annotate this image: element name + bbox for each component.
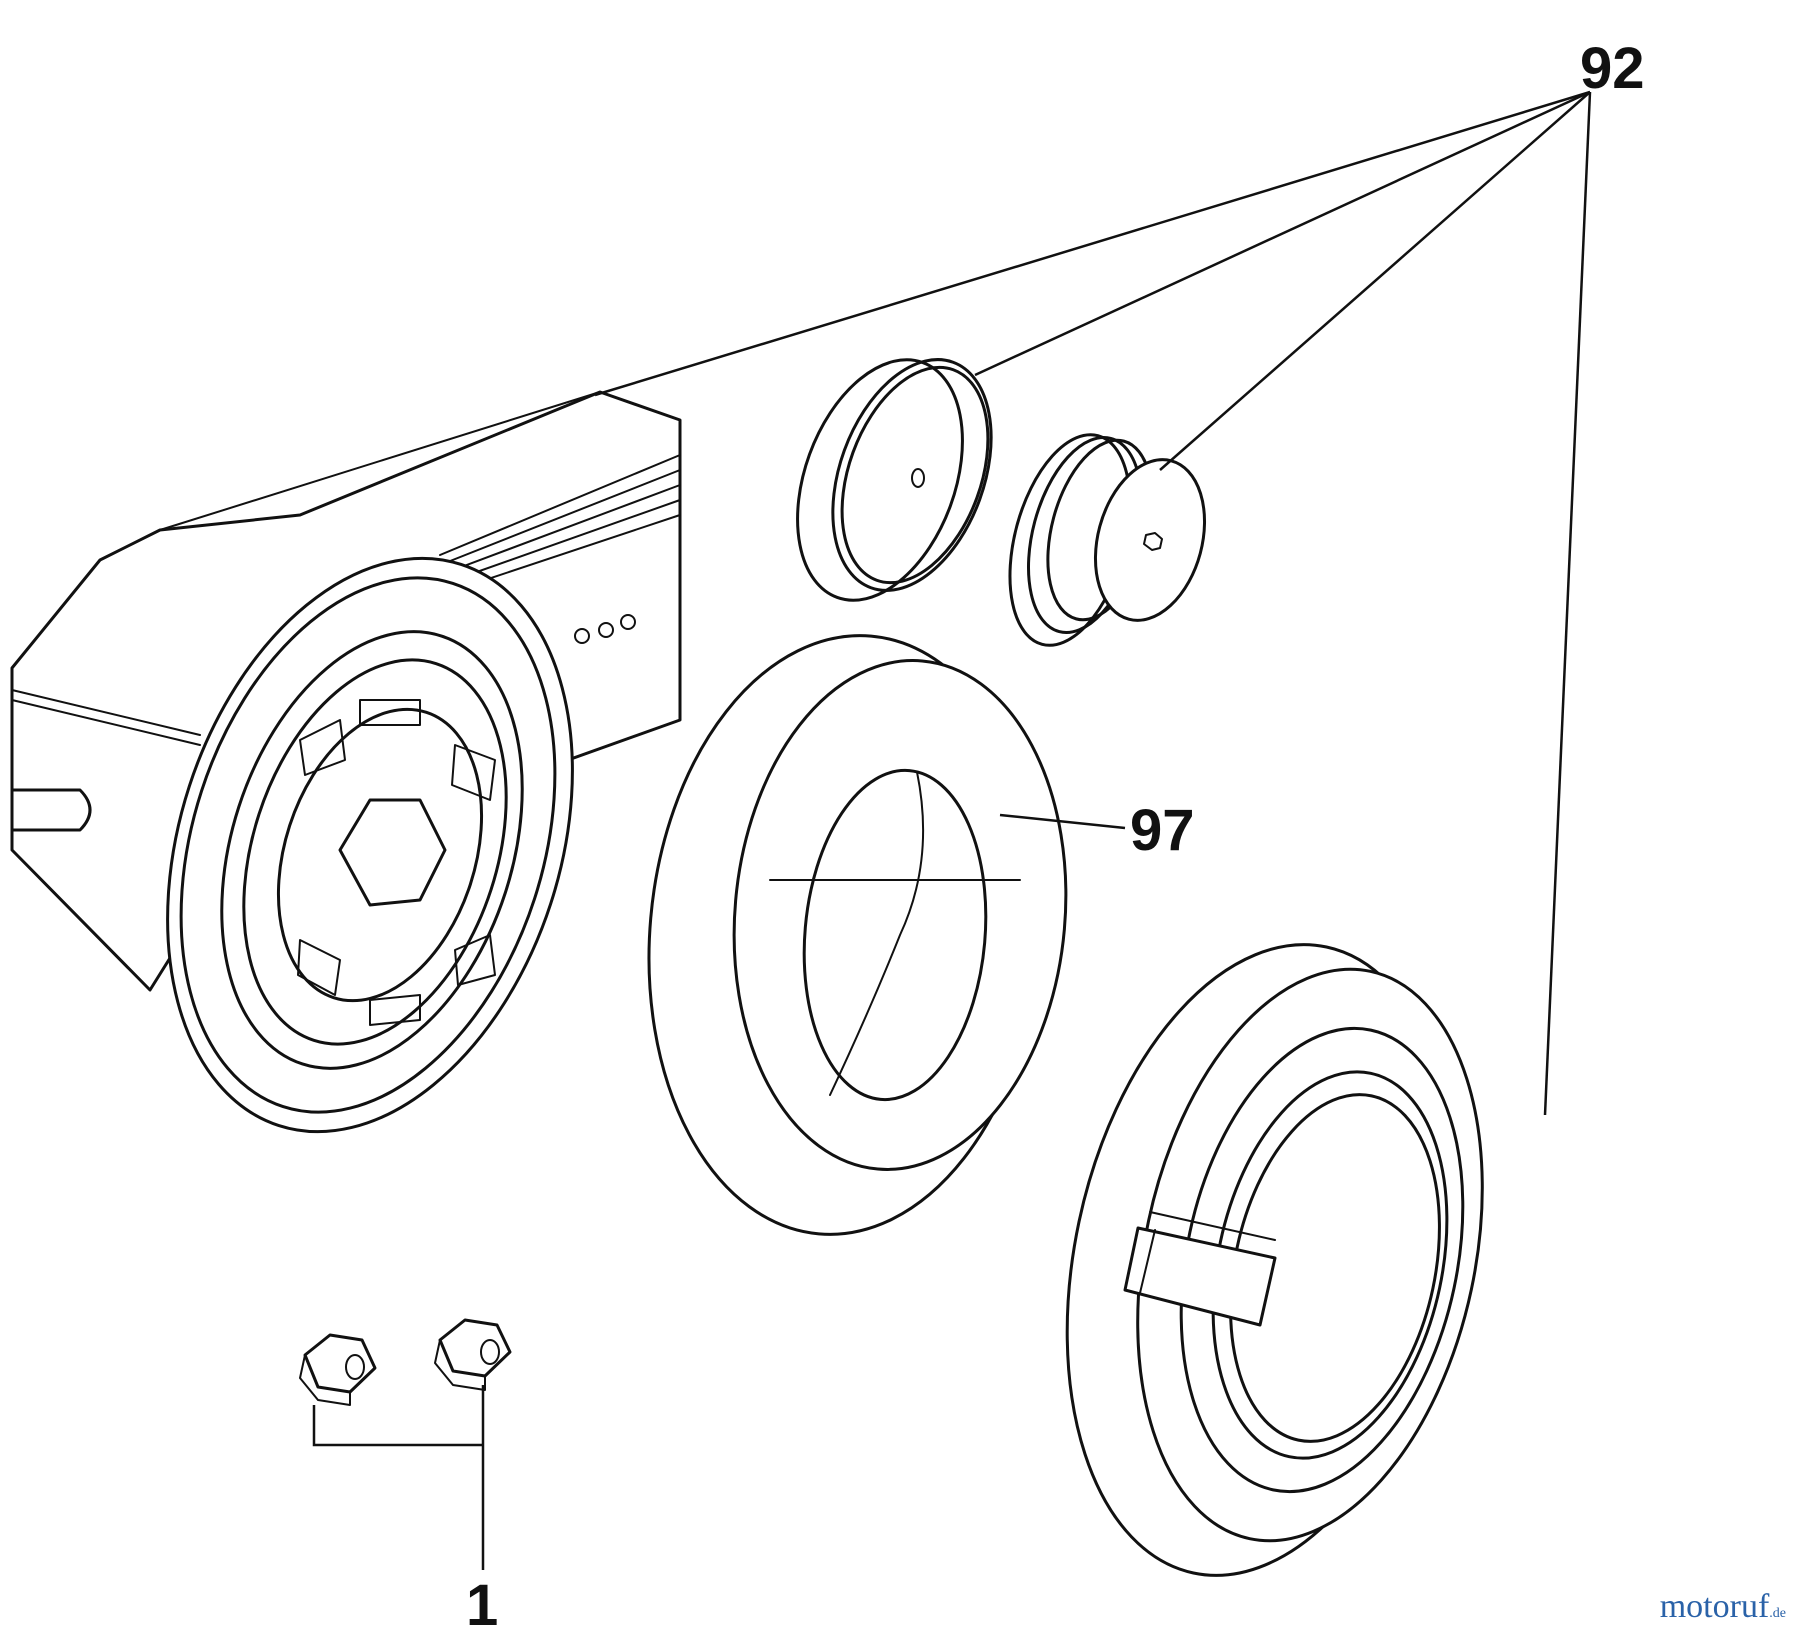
housing-end-plate: [166, 556, 574, 1134]
leader-lines: [312, 90, 1592, 1570]
part-label-1: 1: [466, 1573, 498, 1636]
watermark-suffix: .de: [1769, 1606, 1786, 1621]
part-label-97: 97: [1130, 798, 1195, 863]
filter-ring: [647, 634, 1068, 1236]
watermark-main: motoruf: [1659, 1588, 1770, 1625]
part-label-92: 92: [1580, 36, 1645, 101]
watermark: motoruf.de: [1660, 1588, 1786, 1626]
air-filter-drum: [1065, 943, 1484, 1577]
hex-nuts: [299, 1318, 512, 1406]
filter-plug: [1008, 433, 1207, 647]
filter-cap: [796, 358, 993, 602]
